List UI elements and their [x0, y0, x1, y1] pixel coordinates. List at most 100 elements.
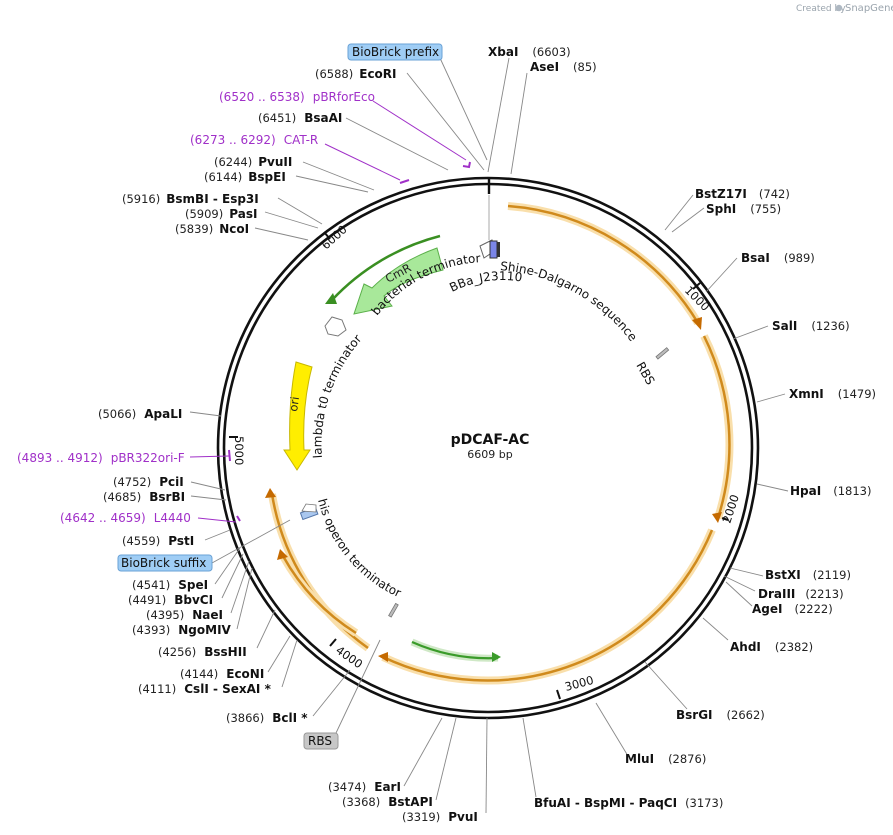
- site-pos: (2119): [813, 568, 851, 582]
- svg-text:SalI(1236): SalI (1236): [772, 319, 850, 333]
- green-arc-arrow: [492, 652, 501, 662]
- biobrick-prefix-badge: BioBrick prefix: [347, 43, 443, 61]
- svg-text:(3866)BclI *: (3866) BclI *: [226, 711, 308, 725]
- site-pos: (2222): [794, 602, 832, 616]
- site-pos: (4752): [113, 475, 151, 489]
- svg-text:(5839)NcoI: (5839)NcoI: [175, 222, 249, 236]
- site-name: BssHII: [204, 645, 246, 659]
- snapgene-logo-icon: [835, 4, 843, 12]
- site-pos: (4541): [132, 578, 170, 592]
- site-name: BsrBI: [149, 490, 185, 504]
- site-name: PasI: [229, 207, 257, 221]
- restriction-sites-right: XbaI(6603) AseI(85) BfuAI - BspMI - PaqC…: [488, 45, 876, 810]
- svg-text:(4395)NaeI: (4395)NaeI: [146, 608, 223, 622]
- orf-arc-4-glow: [268, 493, 371, 652]
- biobrick-prefix-text: BioBrick prefix: [352, 45, 439, 59]
- site-name: BbvCI: [174, 593, 213, 607]
- site-name: BsaAI: [304, 111, 342, 125]
- svg-text:BstZ17I(742): BstZ17I(742): [695, 187, 790, 201]
- cmr-outer-arrow: [325, 293, 337, 304]
- site-name: XbaI: [488, 45, 518, 59]
- svg-text:BsrGI(2662): BsrGI(2662): [676, 708, 765, 722]
- terminator-icon: [324, 316, 347, 337]
- ori-label: ori: [286, 396, 302, 413]
- site-name: CslI - SexAI *: [184, 682, 271, 696]
- svg-text:(4752)PciI: (4752)PciI: [113, 475, 184, 489]
- site-pos: (755): [750, 202, 781, 216]
- restriction-sites-left: (6588)EcoRI (6451)BsaAI (6244)PvuII (614…: [98, 67, 478, 824]
- svg-text:(5066)ApaLI: (5066) ApaLI: [98, 407, 182, 421]
- site-pos: (5066): [98, 407, 136, 421]
- site-name: PstI: [168, 534, 194, 548]
- his-terminator-label: his operon terminator: [315, 497, 403, 600]
- site-name: BstZ17I: [695, 187, 747, 201]
- site-pos: (6588): [315, 67, 353, 81]
- svg-text:(3319)PvuI: (3319)PvuI: [402, 810, 478, 824]
- site-pos: (4559): [122, 534, 160, 548]
- credit-text: Created by: [796, 4, 846, 14]
- site-pos: (3368): [342, 795, 380, 809]
- site-name: BstXI: [765, 568, 801, 582]
- svg-text:(5916)BsmBI - Esp3I: (5916)BsmBI - Esp3I: [122, 192, 259, 206]
- site-pos: (4111): [138, 682, 176, 696]
- site-name: EcoNI: [226, 667, 264, 681]
- svg-text:(6451)BsaAI: (6451) BsaAI: [258, 111, 342, 125]
- site-pos: (6144): [204, 170, 242, 184]
- site-name: EcoRI: [359, 67, 396, 81]
- site-name: AseI: [530, 60, 559, 74]
- rbs-badge: RBS: [303, 732, 339, 750]
- site-name: DraIII: [758, 587, 795, 601]
- site-pos: (4491): [128, 593, 166, 607]
- orf-arc-3: [382, 529, 714, 682]
- site-pos: (989): [784, 251, 815, 265]
- svg-text:BfuAI - BspMI - PaqCI(3173): BfuAI - BspMI - PaqCI(3173): [534, 796, 723, 810]
- site-pos: (2382): [775, 640, 813, 654]
- site-pos: (6451): [258, 111, 296, 125]
- site-pos: (4685): [103, 490, 141, 504]
- brand-text: SnapGene: [845, 3, 893, 14]
- rbs-badge-text: RBS: [308, 734, 332, 748]
- site-name: BspEI: [248, 170, 286, 184]
- primer-name: pBR322ori-F: [111, 451, 185, 465]
- rbs-feature-label: RBS: [633, 360, 657, 388]
- site-name: MluI: [625, 752, 654, 766]
- orf-arrow-3: [378, 652, 388, 662]
- orf-arc-5-glow: [279, 554, 359, 637]
- svg-text:(4111)CslI - SexAI *: (4111) CslI - SexAI *: [138, 682, 272, 696]
- site-name: SpeI: [178, 578, 208, 592]
- orf-arc-5: [281, 555, 357, 635]
- svg-text:XbaI(6603): XbaI(6603): [488, 45, 571, 59]
- svg-text:MluI(2876): MluI(2876): [625, 752, 706, 766]
- site-name: AgeI: [752, 602, 782, 616]
- site-pos: (1236): [811, 319, 849, 333]
- primer-marks: [228, 161, 471, 522]
- biobrick-suffix-text: BioBrick suffix: [121, 556, 206, 570]
- svg-text:(4541)SpeI: (4541) SpeI: [132, 578, 208, 592]
- site-name: BclI *: [272, 711, 308, 725]
- site-pos: (2662): [727, 708, 765, 722]
- primer-name: L4440: [154, 511, 191, 525]
- site-name: EarI: [374, 780, 401, 794]
- orf-arrow-5: [277, 549, 288, 560]
- cmr-feature: [353, 247, 444, 315]
- primer-leaders: [189, 100, 467, 523]
- site-name: SalI: [772, 319, 797, 333]
- cmr-outer-stroke: [331, 234, 441, 301]
- site-pos: (4393): [132, 623, 170, 637]
- svg-text:(5909)PasI: (5909)PasI: [185, 207, 257, 221]
- rbs-mark-1: [655, 347, 670, 360]
- primer-range: (6273 .. 6292): [190, 133, 276, 147]
- site-pos: (3319): [402, 810, 440, 824]
- ori-feature: [283, 361, 313, 471]
- snapgene-credit: Created by SnapGene: [796, 3, 893, 14]
- promoter-icon: [479, 239, 500, 259]
- svg-text:(4393)NgoMIV: (4393)NgoMIV: [132, 623, 232, 637]
- site-name: BstAPI: [388, 795, 433, 809]
- site-name: ApaLI: [144, 407, 182, 421]
- svg-text:AgeI(2222): AgeI (2222): [752, 602, 833, 616]
- site-pos: (3866): [226, 711, 264, 725]
- svg-text:BstXI(2119): BstXI (2119): [765, 568, 851, 582]
- plasmid-length: 6609 bp: [467, 448, 512, 461]
- svg-text:(6144)BspEI: (6144) BspEI: [204, 170, 286, 184]
- site-name: HpaI: [790, 484, 821, 498]
